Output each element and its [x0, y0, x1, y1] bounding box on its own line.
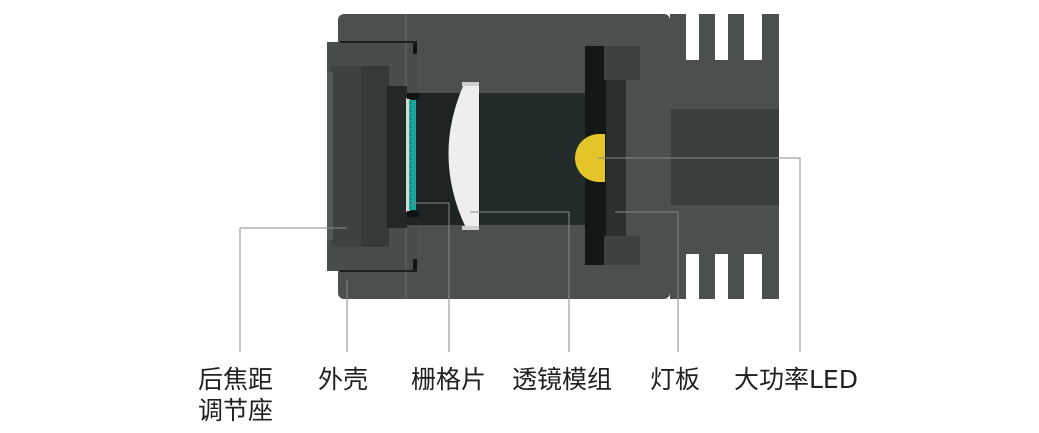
light-board-step-top [604, 46, 640, 80]
heat-sink-fin-bottom-3 [728, 250, 744, 299]
label-grating-line-1: 栅格片 [411, 365, 487, 394]
focus-adjuster-part [327, 66, 407, 247]
label-lens-module-line-1: 透镜模组 [512, 365, 613, 394]
leader-line-grating [412, 202, 450, 352]
heat-sink-fin-top-3 [728, 14, 744, 66]
label-lens-module: 透镜模组 [512, 364, 612, 395]
grating-holder-bottom [407, 211, 419, 217]
label-light-board: 灯板 [650, 364, 700, 395]
heat-sink-fin-bottom-4 [762, 250, 779, 299]
lens-module-part [448, 82, 479, 230]
led-chip [575, 134, 605, 182]
housing-notch-top [413, 42, 417, 54]
label-led: 大功率LED [734, 364, 858, 395]
heat-sink-cavity [671, 109, 779, 205]
lens-mount-top [462, 82, 479, 86]
focus-adjuster-rim [327, 72, 333, 240]
grating-part [406, 93, 419, 217]
heat-sink-fin-top-2 [699, 14, 715, 66]
label-housing: 外壳 [318, 364, 368, 395]
leader-line-focus-adjuster [239, 227, 347, 352]
leader-line-lens-module [470, 211, 570, 352]
grating-plate [409, 100, 416, 210]
label-focus-adjuster: 后焦距 调节座 [198, 364, 273, 426]
lens-element [448, 84, 479, 228]
leader-line-led [598, 157, 801, 352]
focus-adjuster-inner [361, 66, 389, 247]
housing-notch-bottom [413, 259, 417, 271]
label-light-board-line-1: 灯板 [650, 365, 701, 394]
heat-sink-fin-bottom-2 [699, 250, 715, 299]
grating-holder-top [407, 93, 419, 99]
label-focus-adjuster-line-1: 后焦距 [198, 365, 274, 394]
label-focus-adjuster-line-2: 调节座 [198, 396, 274, 425]
lens-mount-bottom [462, 226, 479, 230]
light-board-step-bottom [604, 236, 640, 265]
heat-sink [670, 14, 779, 299]
heat-sink-fin-top-4 [762, 14, 779, 66]
optical-cavity-highlight [480, 93, 587, 225]
focus-adjuster-shadow [387, 86, 407, 228]
heat-sink-fin-top-1 [670, 14, 686, 66]
label-led-line-1: 大功率LED [734, 365, 858, 394]
leader-line-light-board [615, 211, 679, 352]
leader-lines [239, 157, 801, 352]
grating-frame [406, 98, 410, 212]
label-grating: 栅格片 [411, 364, 486, 395]
label-housing-line-1: 外壳 [318, 365, 369, 394]
